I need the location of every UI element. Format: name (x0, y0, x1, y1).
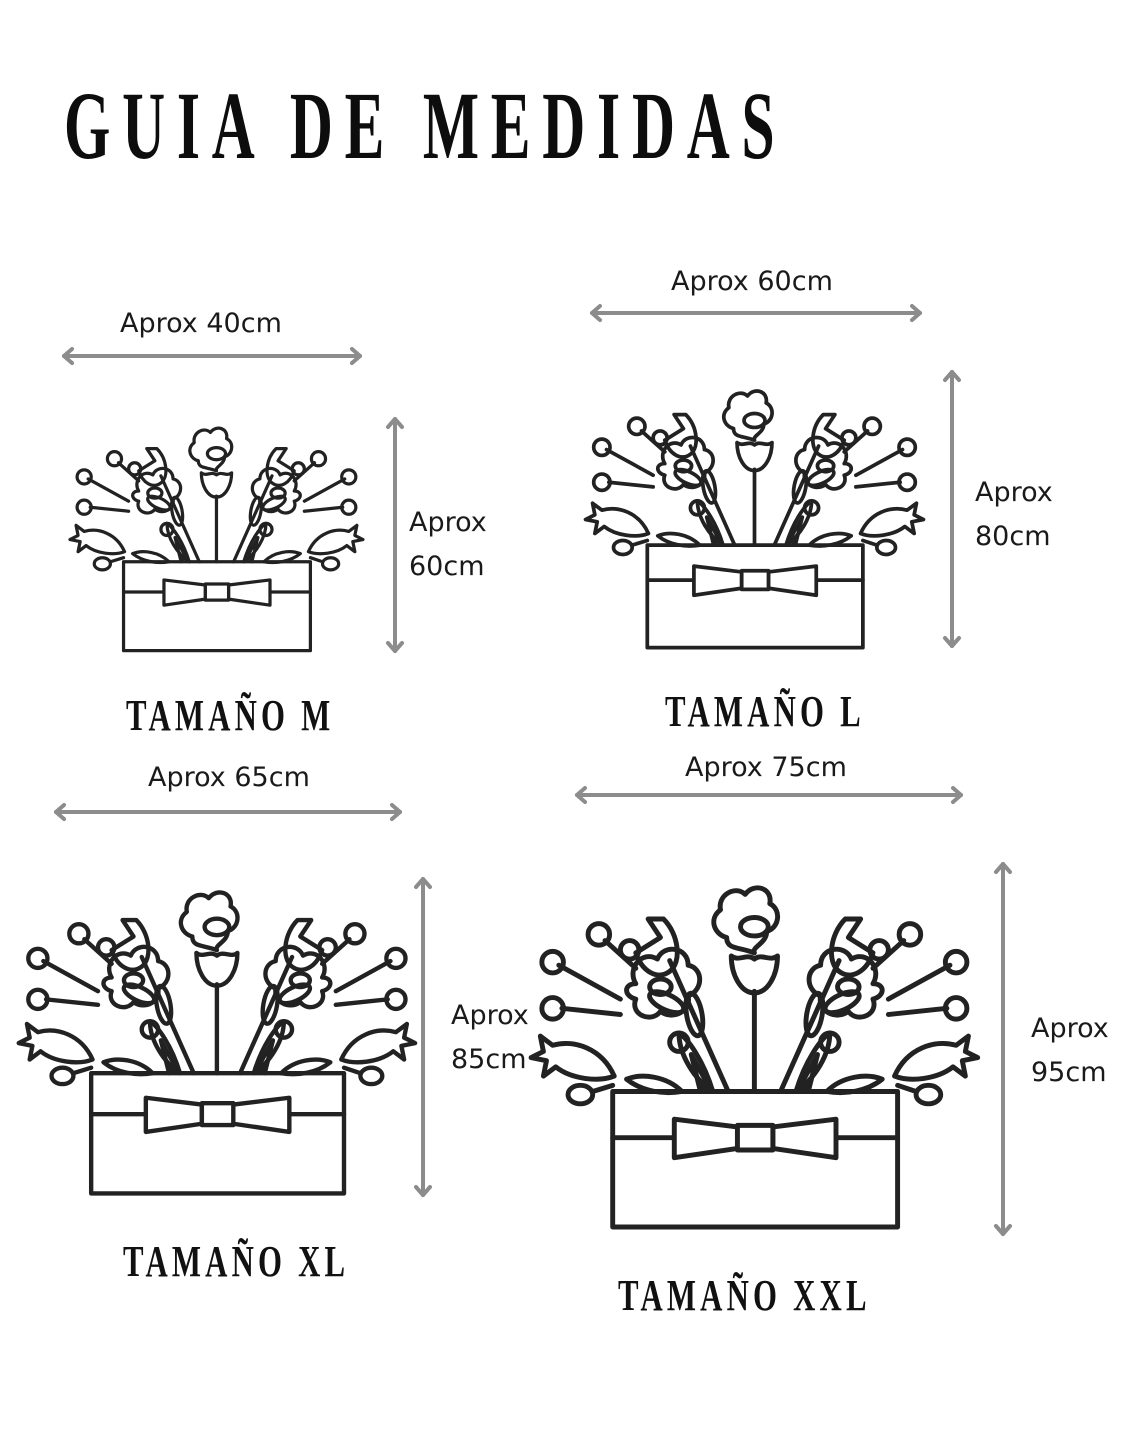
double-arrow-horizontal-icon (575, 786, 963, 804)
double-arrow-vertical-icon (994, 862, 1012, 1236)
double-arrow-vertical-icon (386, 417, 404, 653)
height-label-line2: 95cm (1031, 1057, 1107, 1088)
height-label-line2: 60cm (409, 551, 485, 582)
width-label: Aprox 60cm (671, 266, 833, 297)
double-arrow-vertical-icon (943, 370, 961, 648)
size-name: TAMAÑO M (126, 691, 335, 740)
height-label-line1: Aprox (975, 477, 1053, 508)
double-arrow-horizontal-icon (62, 347, 362, 365)
size-name: TAMAÑO XXL (618, 1271, 871, 1320)
width-label: Aprox 40cm (120, 308, 282, 339)
size-name: TAMAÑO XL (123, 1237, 350, 1286)
width-label: Aprox 65cm (148, 762, 310, 793)
flower-box-icon (583, 389, 926, 650)
width-label: Aprox 75cm (685, 752, 847, 783)
height-label-line1: Aprox (409, 507, 487, 538)
flower-box-icon (16, 880, 426, 1198)
height-label-line2: 80cm (975, 521, 1051, 552)
height-label-line1: Aprox (1031, 1013, 1109, 1044)
flower-box-icon (68, 426, 365, 653)
double-arrow-horizontal-icon (54, 803, 402, 821)
height-label-line1: Aprox (451, 1000, 529, 1031)
double-arrow-vertical-icon (414, 877, 432, 1197)
height-label-line2: 85cm (451, 1044, 527, 1075)
size-name: TAMAÑO L (665, 687, 865, 736)
double-arrow-horizontal-icon (590, 304, 922, 322)
page-title: GUIA DE MEDIDAS (64, 72, 787, 179)
flower-box-icon (528, 874, 990, 1232)
